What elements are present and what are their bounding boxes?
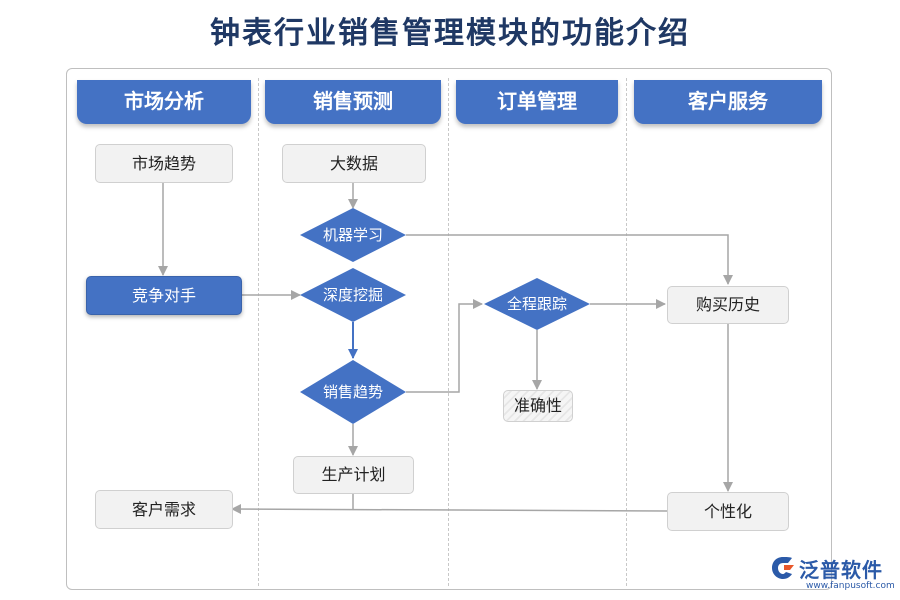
edge-personalization-to-customer-demand [231,504,668,515]
node-market-trend: 市场趋势 [95,144,233,183]
lane-header-sales-forecast: 销售预测 [265,80,441,124]
brand-name: 泛普软件 [799,557,883,582]
lane-divider [258,78,259,586]
node-purchase-history: 购买历史 [667,286,789,324]
lane-header-customer-service: 客户服务 [634,80,822,124]
edge-sales-trend-to-full-tracking [406,299,483,393]
diamond-full-tracking [484,278,590,330]
node-customer-demand: 客户需求 [95,490,233,529]
page-title: 钟表行业销售管理模块的功能介绍 [210,16,690,51]
diamond-machine-learning [300,208,406,262]
lane-header-market-analysis: 市场分析 [77,80,251,124]
node-production-plan: 生产计划 [293,456,414,494]
diamond-sales-trend [300,360,406,424]
lane-header-order-management: 订单管理 [456,80,618,124]
node-full-tracking-label: 全程跟踪 [506,295,567,313]
fanpu-logo-icon [772,557,794,579]
node-personalization: 个性化 [667,492,789,531]
node-accuracy: 准确性 [503,390,573,422]
brand-url: www.fanpusoft.com [806,581,895,591]
node-deep-mining-label: 深度挖掘 [322,286,383,304]
diamond-deep-mining [300,268,406,322]
node-machine-learning-label: 机器学习 [322,226,383,244]
brand-logo: 泛普软件 [770,552,883,584]
node-sales-trend-label: 销售趋势 [322,383,383,401]
edge-machine-learning-to-purchase-history [406,234,733,285]
node-big-data: 大数据 [282,144,426,183]
lane-divider [448,78,449,586]
lane-divider [626,78,627,586]
node-competitor: 竞争对手 [86,276,242,315]
